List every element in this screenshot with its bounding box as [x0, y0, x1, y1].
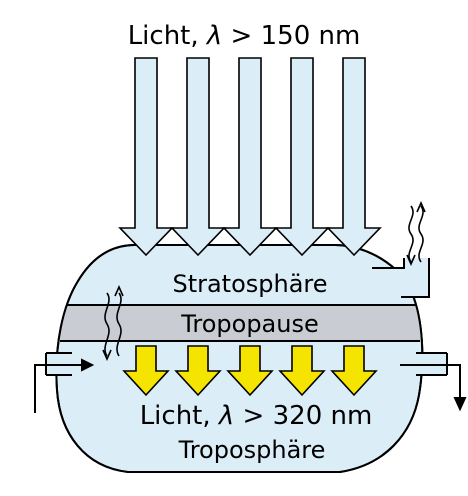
tropopause-label: Tropopause — [180, 310, 319, 338]
visible-light-arrow — [278, 345, 326, 397]
visible-light-arrow — [122, 345, 170, 397]
bottom-light-label: Licht, λ > 320 nm — [140, 401, 373, 431]
uv-light-arrow — [170, 57, 226, 257]
stratosphere-outlet-pipe — [372, 258, 430, 298]
uv-light-arrows — [118, 57, 382, 257]
stratosphere-label: Stratosphäre — [172, 270, 327, 298]
stratosphere-exchange-arrows — [406, 201, 426, 266]
outflow-arrow — [400, 364, 467, 412]
troposphere-label: Troposphäre — [178, 436, 326, 464]
tropopause-exchange-arrows — [102, 285, 124, 361]
uv-light-arrow — [118, 57, 174, 257]
visible-light-arrow — [330, 345, 378, 397]
top-light-label: Licht, λ > 150 nm — [128, 21, 361, 51]
visible-light-arrow — [226, 345, 274, 397]
uv-light-arrow — [222, 57, 278, 257]
visible-light-arrow — [174, 345, 222, 397]
uv-light-arrow — [326, 57, 382, 257]
uv-light-arrow — [274, 57, 330, 257]
inflow-arrow — [34, 358, 95, 413]
visible-light-arrows — [122, 345, 378, 397]
